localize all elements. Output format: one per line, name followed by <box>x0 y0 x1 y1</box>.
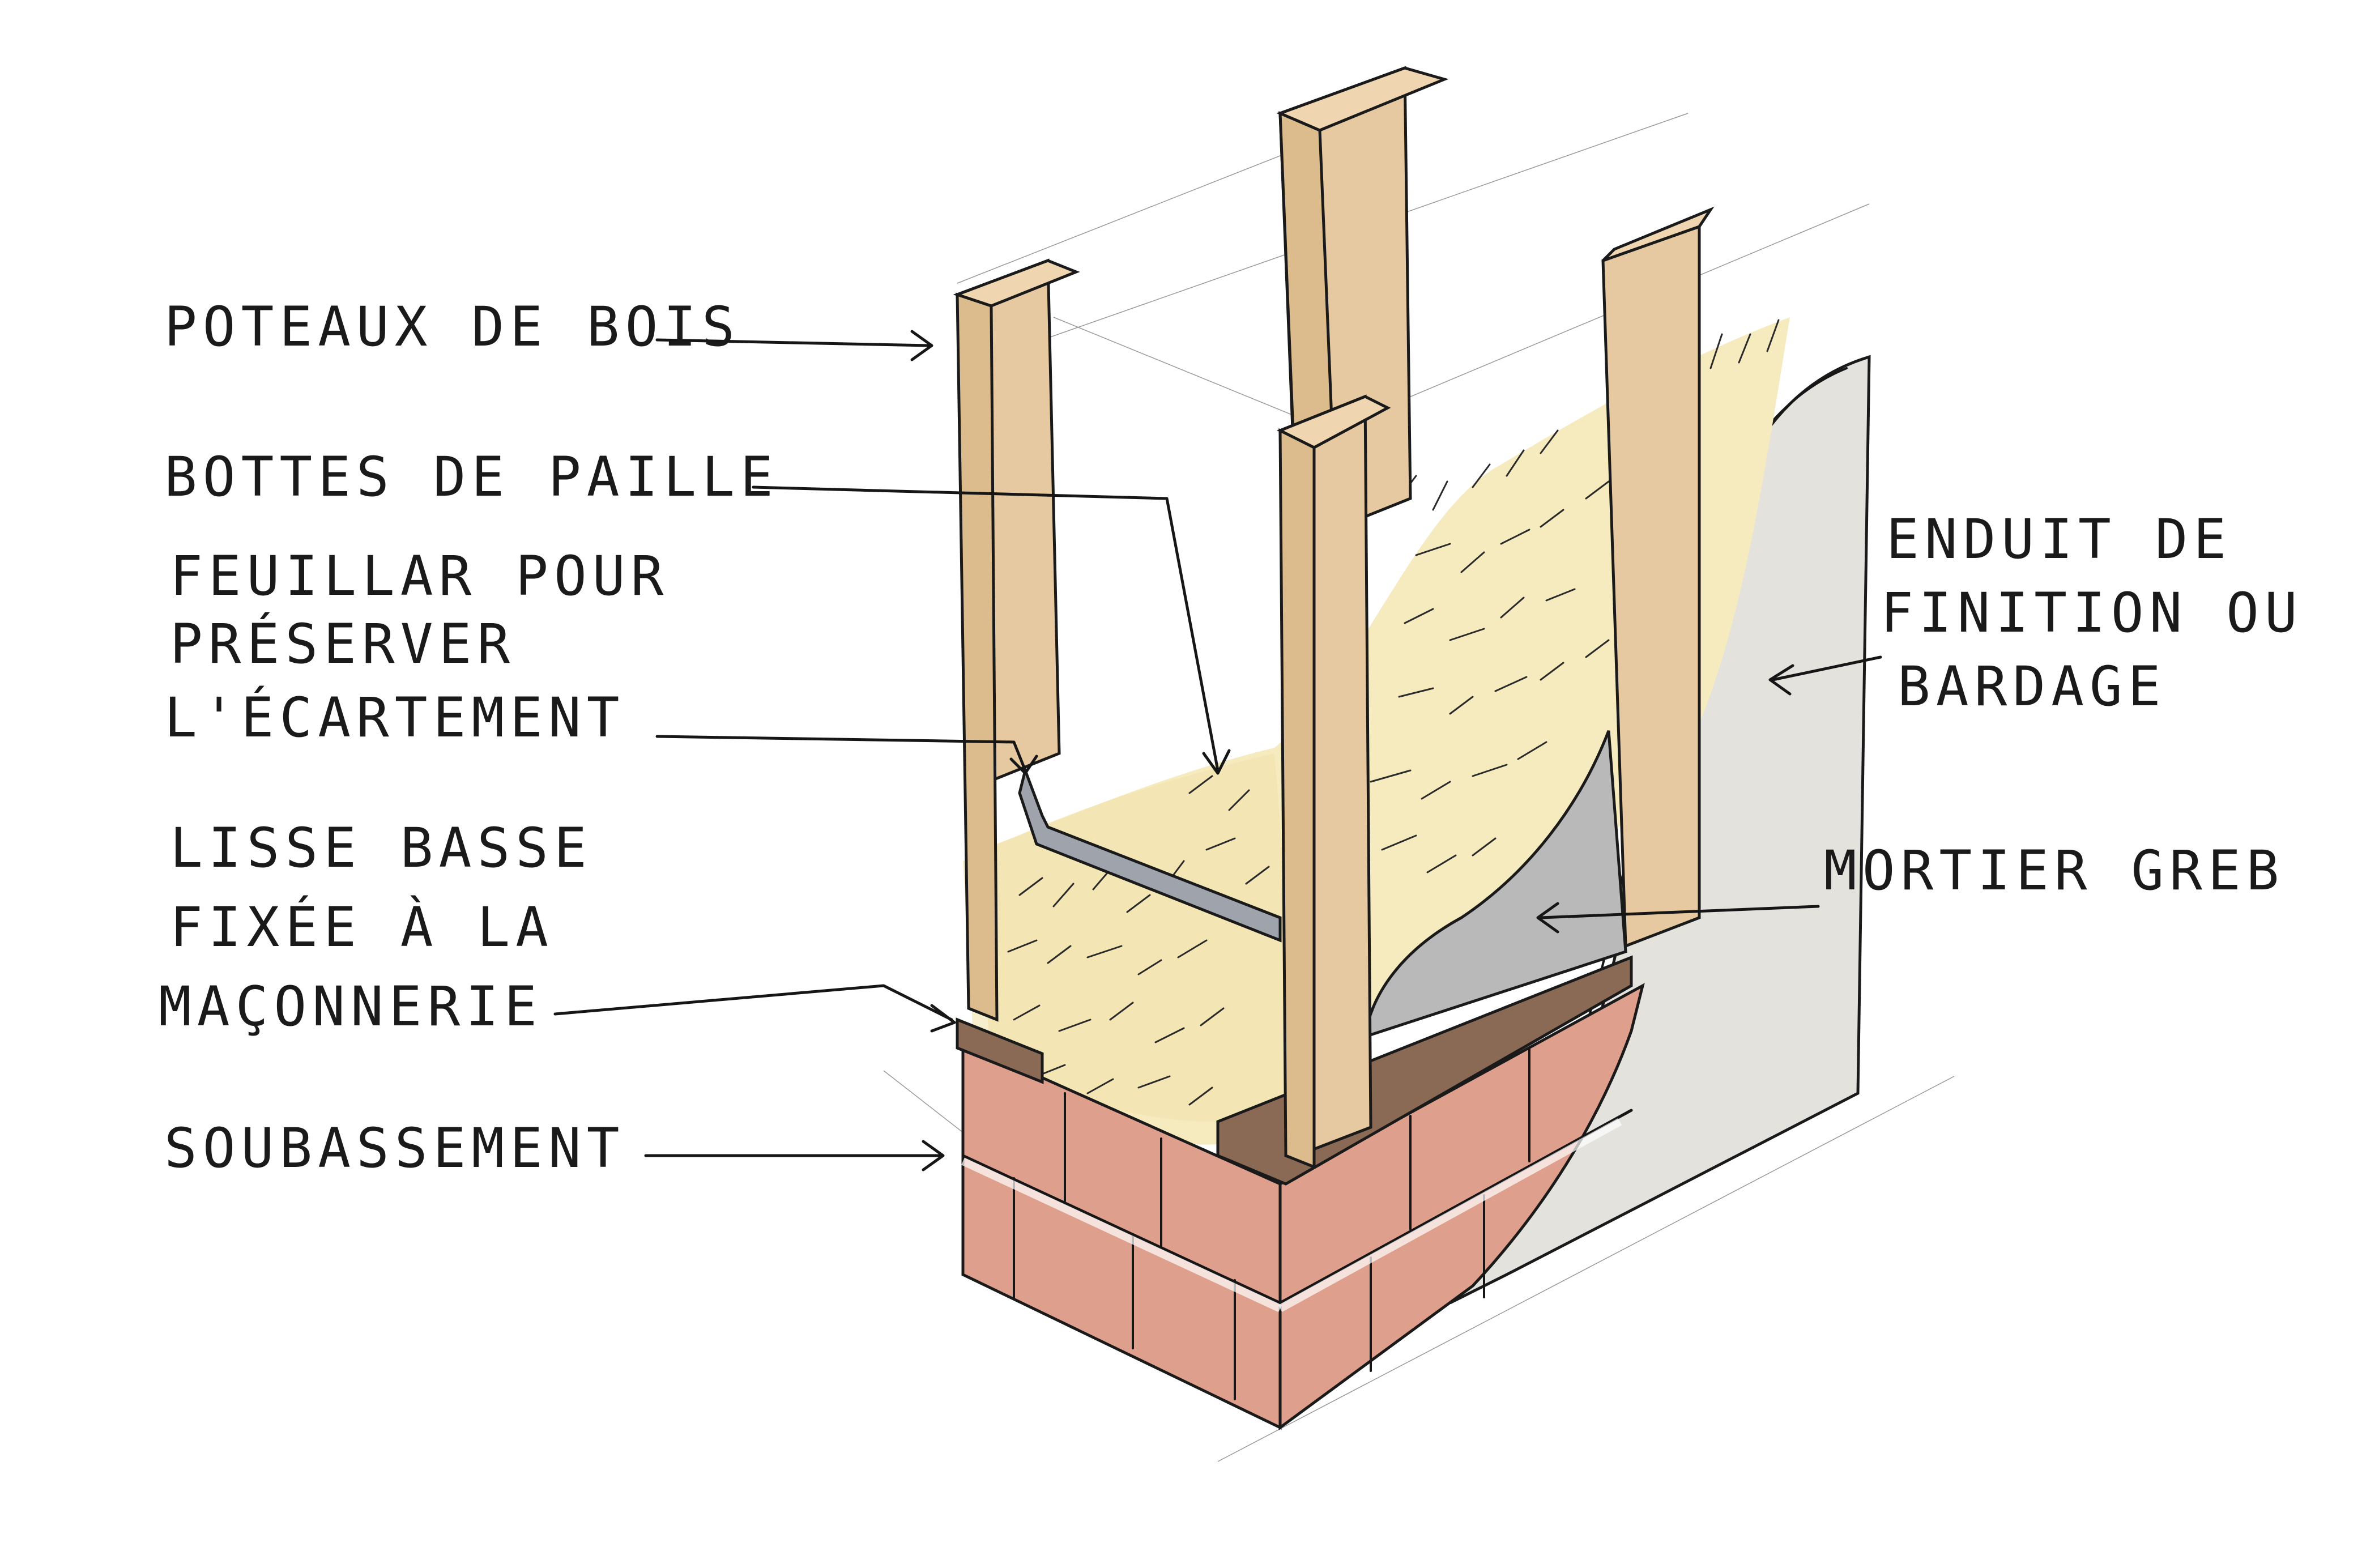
mortar-layer <box>1363 730 1627 1039</box>
arrow-bottes <box>752 485 1231 775</box>
label-enduit-1: ENDUIT DE <box>1886 508 2232 571</box>
label-lisse-3: MAÇONNERIE <box>159 975 543 1038</box>
sill-plate-left <box>956 1017 1044 1084</box>
label-feuillard-1: FEUILLAR POUR <box>170 544 669 608</box>
label-lisse-1: LISSE BASSE <box>170 816 592 880</box>
leader-arrows <box>553 330 1882 1171</box>
label-lisse-2: FIXÉE À LA <box>170 895 554 959</box>
annotation-labels: POTEAUX DE BOIS BOTTES DE PAILLE FEUILLA… <box>159 295 2303 1180</box>
label-enduit-3: BARDAGE <box>1898 655 2167 718</box>
arrow-soubassement <box>644 1140 945 1171</box>
arrow-lisse <box>553 984 956 1033</box>
label-bottes: BOTTES DE PAILLE <box>164 445 779 509</box>
metal-strap <box>1018 765 1282 943</box>
label-enduit-2: FINITION OU <box>1881 581 2303 645</box>
arrow-enduit <box>1768 655 1882 696</box>
arrow-poteaux <box>655 330 933 361</box>
label-feuillard-3: L'ÉCARTEMENT <box>164 685 625 749</box>
label-feuillard-2: PRÉSERVER <box>170 612 515 676</box>
label-poteaux: POTEAUX DE BOIS <box>164 295 740 359</box>
straw-hatching <box>1007 319 1780 1106</box>
arrow-mortier <box>1536 902 1820 934</box>
brick-foundation <box>961 983 1645 1430</box>
arrow-feuillard <box>655 735 1038 775</box>
label-soubassement: SOUBASSEMENT <box>164 1117 625 1180</box>
wooden-posts <box>953 66 1715 1169</box>
label-mortier: MORTIER GREB <box>1824 839 2285 902</box>
